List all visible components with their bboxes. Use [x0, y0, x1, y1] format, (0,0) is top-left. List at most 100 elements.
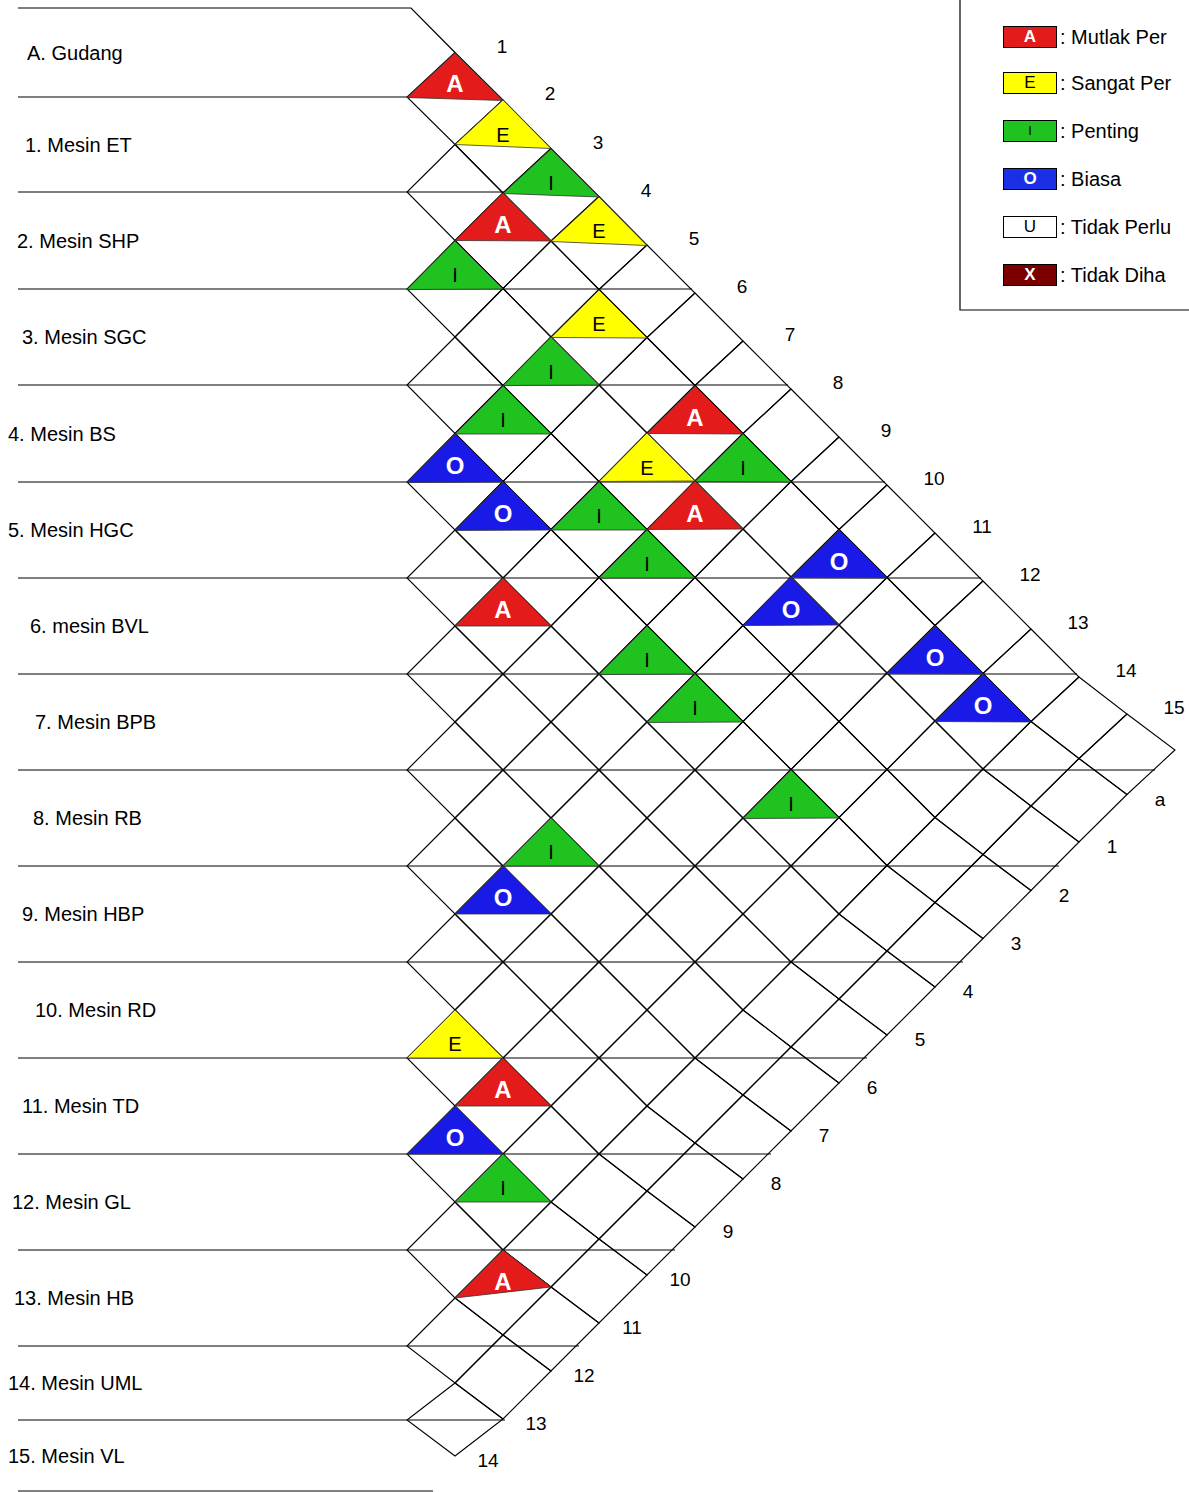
column-number: 10 [923, 468, 944, 490]
relationship-code: A [407, 71, 503, 97]
column-number: 6 [737, 276, 748, 298]
grid-cell [551, 1058, 647, 1154]
relationship-code: I [407, 264, 503, 286]
relationship-triangle: I [503, 337, 599, 386]
grid-cell [791, 437, 887, 530]
grid-cell [887, 721, 983, 818]
relationship-triangle: I [551, 482, 647, 530]
relationship-code: E [599, 457, 695, 479]
row-line [18, 1345, 579, 1346]
relationship-code: O [455, 885, 551, 911]
relationship-triangle: I [599, 530, 695, 578]
row-line [18, 1419, 505, 1420]
triangle-fill [455, 193, 551, 241]
grid-cell [455, 866, 551, 962]
row-label: A. Gudang [27, 41, 123, 64]
grid-cell [695, 818, 791, 914]
relationship-code: A [647, 405, 743, 431]
relationship-triangle: A [455, 193, 551, 241]
relationship-triangle: O [407, 1106, 503, 1154]
grid-cell [791, 914, 887, 999]
relationship-code: I [503, 361, 599, 383]
relationship-triangle: A [455, 578, 551, 626]
grid-cell [455, 1154, 551, 1250]
grid-cell [839, 673, 935, 770]
legend-code: E [1024, 73, 1035, 93]
relationship-code: O [935, 693, 1031, 719]
row-label: 6. mesin BVL [30, 615, 149, 638]
row-line [18, 1490, 433, 1491]
column-number: 4 [641, 180, 652, 202]
row-line [18, 673, 1077, 674]
relationship-triangle: I [599, 626, 695, 675]
legend-box [960, 0, 1189, 310]
column-number: 13 [1067, 612, 1088, 634]
column-number: 5 [689, 228, 700, 250]
grid-cell [455, 1335, 551, 1419]
grid-cell [983, 806, 1079, 891]
relationship-code: E [551, 313, 647, 335]
triangle-fill [455, 578, 551, 626]
triangle-fill [503, 149, 599, 197]
relationship-code: I [599, 553, 695, 575]
row-number: 14 [477, 1450, 498, 1472]
triangle-fill [455, 386, 551, 434]
relationship-triangle: A [455, 1250, 551, 1298]
relationship-triangle: I [455, 386, 551, 434]
grid-cell [455, 482, 551, 579]
relationship-triangle: I [407, 241, 503, 290]
grid-cell [791, 999, 887, 1083]
row-number: 13 [525, 1413, 546, 1435]
row-number: 12 [573, 1365, 594, 1387]
grid-cell [935, 674, 1031, 770]
relationship-code: I [599, 649, 695, 671]
grid-cell [647, 674, 743, 771]
relationship-code: O [743, 597, 839, 623]
relationship-triangle: A [647, 481, 743, 530]
relationship-triangle: O [791, 530, 887, 578]
row-number: 9 [723, 1221, 734, 1243]
row-line [18, 961, 963, 962]
column-number: 7 [785, 324, 796, 346]
grid-cell [647, 293, 743, 386]
triangle-fill [743, 770, 839, 819]
triangle-fill [743, 577, 839, 626]
triangle-fill [455, 1250, 551, 1298]
relationship-code: E [455, 124, 551, 146]
row-label: 13. Mesin HB [14, 1287, 134, 1310]
column-number: 12 [1019, 564, 1040, 586]
grid-cell [599, 914, 695, 1010]
grid-cell [407, 722, 503, 818]
grid-cell [599, 1191, 695, 1275]
row-label: 1. Mesin ET [25, 133, 132, 156]
grid-cell [983, 722, 1079, 807]
row-line [18, 1249, 675, 1250]
triangle-fill [503, 818, 599, 866]
relationship-code: I [743, 793, 839, 815]
row-number: 1 [1107, 836, 1118, 858]
relationship-code: O [407, 1125, 503, 1151]
grid-cell [647, 770, 743, 866]
relationship-code: A [455, 212, 551, 238]
triangle-fill [407, 1010, 503, 1058]
grid-cell [647, 866, 743, 962]
row-label: 8. Mesin RB [33, 807, 142, 830]
grid-cell [455, 578, 551, 674]
grid-cell [743, 866, 839, 962]
row-label: 11. Mesin TD [22, 1095, 139, 1118]
triangle-fill [647, 481, 743, 530]
grid-cell [791, 625, 887, 722]
relationship-code: O [407, 453, 503, 479]
row-label: 9. Mesin HBP [22, 903, 144, 926]
row-label: 3. Mesin SGC [22, 326, 146, 349]
relationship-triangle: I [695, 434, 791, 482]
row-line [18, 384, 788, 385]
legend-code: A [1024, 27, 1036, 47]
grid-cell [647, 1058, 743, 1143]
row-number: 2 [1059, 885, 1070, 907]
relationship-code: O [791, 549, 887, 575]
relationship-code: I [455, 1177, 551, 1199]
column-number: 8 [833, 372, 844, 394]
column-number: 11 [972, 516, 992, 538]
grid-cell [647, 1143, 743, 1227]
